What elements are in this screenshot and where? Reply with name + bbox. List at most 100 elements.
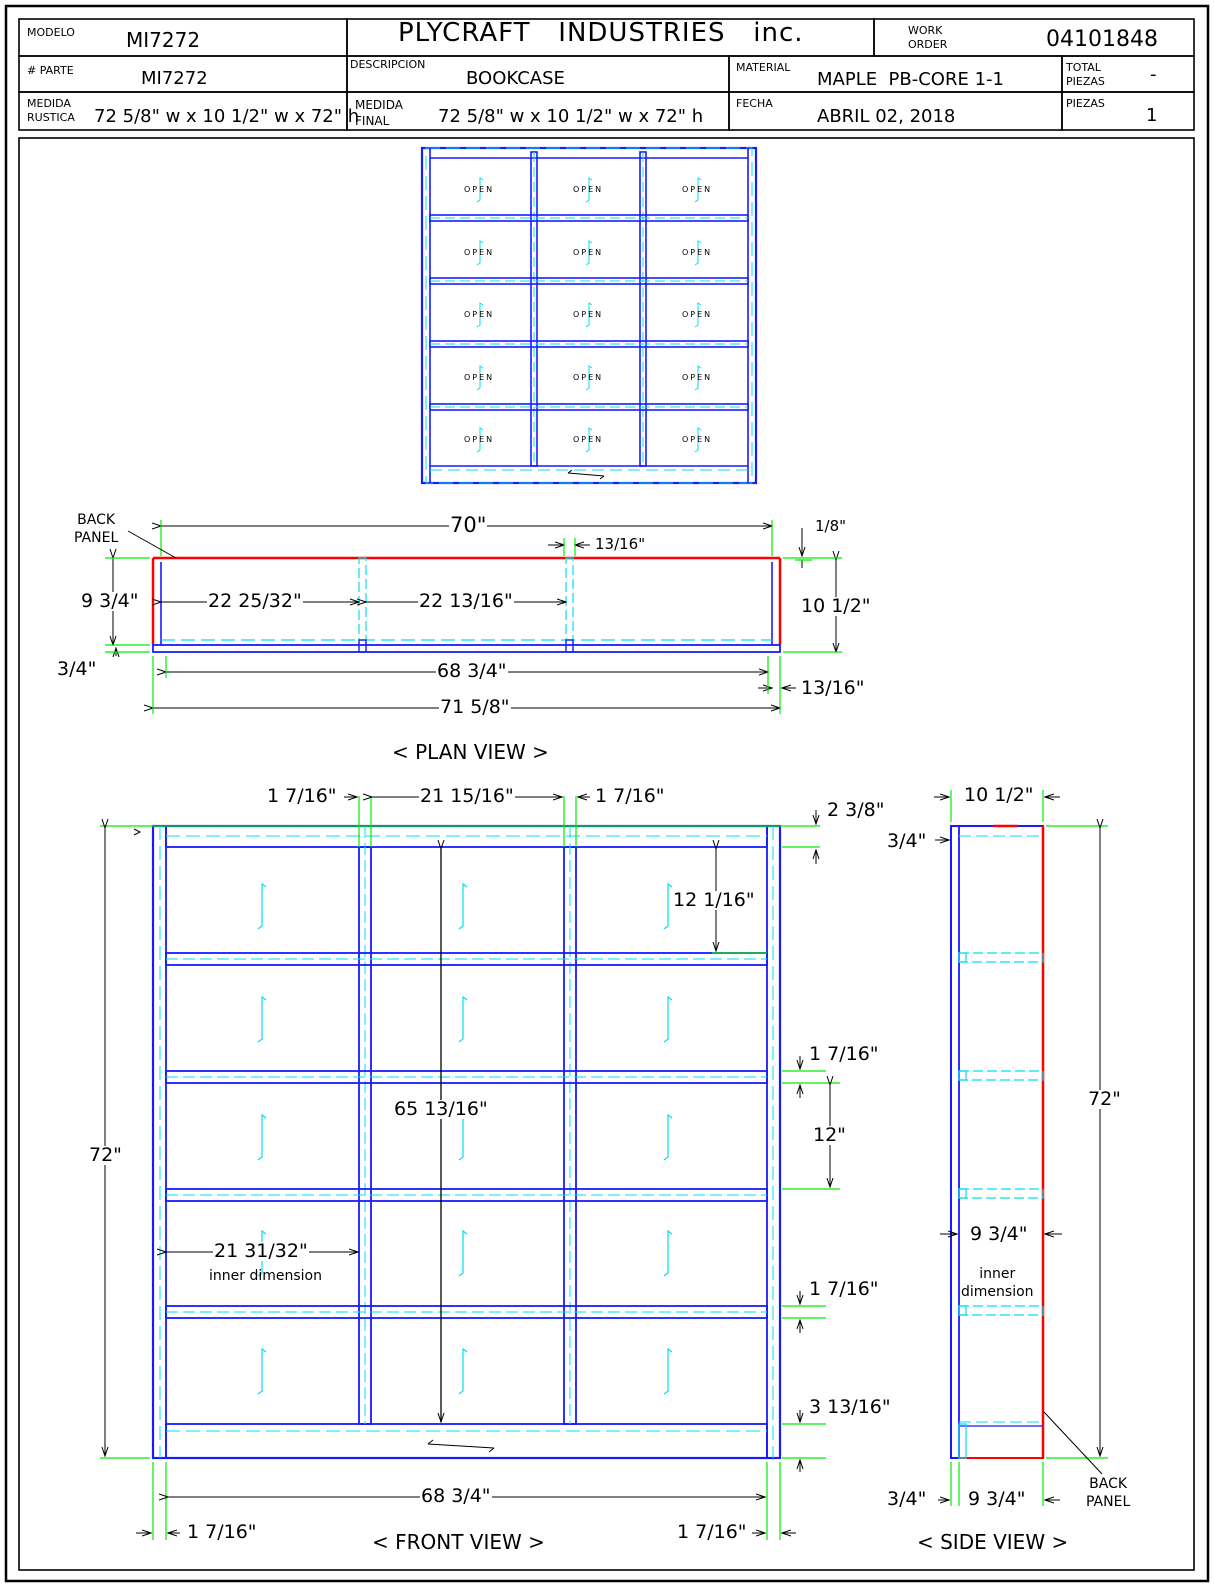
front-grain-mark (663, 1113, 673, 1161)
side-dim-3-4-bottom: 3/4" (887, 1488, 927, 1510)
front-dim-12-1-16: 12 1/16" (672, 889, 756, 911)
descripcion-label: DESCRIPCION (350, 58, 426, 71)
iso-bookcase (420, 146, 758, 485)
front-dim-2-3-8: 2 3/8" (827, 799, 885, 821)
iso-grain-mark (694, 427, 702, 453)
plan-dim-10-1-2: 10 1/2" (800, 595, 872, 617)
plan-dim-1-8: 1/8" (815, 517, 847, 535)
plan-dim-13-16-right: 13/16" (801, 677, 865, 699)
total-piezas-label: TOTAL PIEZAS (1066, 61, 1105, 89)
side-dim-9-3-4: 9 3/4" (969, 1223, 1029, 1245)
medida-final-value: 72 5/8" w x 10 1/2" w x 72" h (438, 106, 704, 127)
piezas-label: PIEZAS (1066, 97, 1105, 110)
front-dim-21-31-32: 21 31/32" (213, 1240, 309, 1262)
iso-grain-mark (694, 365, 702, 391)
iso-grain-mark (585, 177, 593, 203)
front-dim-68-3-4: 68 3/4" (420, 1485, 492, 1507)
title-block-grid (18, 18, 1195, 1571)
front-view (100, 796, 840, 1540)
front-dim-1-7-16-right-top: 1 7/16" (595, 785, 665, 807)
material-value: MAPLE PB-CORE 1-1 (817, 69, 1004, 90)
modelo-label: MODELO (27, 26, 75, 39)
material-label: MATERIAL (736, 61, 791, 74)
parte-value: MI7272 (141, 68, 208, 89)
front-dim-1-7-16-left-top: 1 7/16" (267, 785, 337, 807)
iso-cell-open-label: OPEN (682, 310, 713, 319)
fecha-value: ABRIL 02, 2018 (817, 106, 956, 127)
plan-dim-70: 70" (449, 513, 488, 537)
iso-grain-mark (476, 177, 484, 203)
plan-view (105, 520, 842, 714)
front-view-caption: < FRONT VIEW > (372, 1530, 545, 1554)
iso-grain-mark (694, 177, 702, 203)
plan-dim-71-5-8: 71 5/8" (439, 696, 511, 718)
plan-dim-22-25-32: 22 25/32" (207, 590, 303, 612)
sheet-border (4, 4, 1210, 1583)
front-grain-mark (257, 995, 267, 1043)
plan-dim-3-4: 3/4" (57, 658, 97, 680)
front-grain-mark (458, 1347, 468, 1395)
iso-grain-mark (585, 365, 593, 391)
front-dim-1-7-16-bottom-left: 1 7/16" (187, 1521, 257, 1543)
side-dim-9-3-4-bottom: 9 3/4" (968, 1488, 1026, 1510)
front-grain-mark (663, 882, 673, 930)
plan-dim-9-3-4: 9 3/4" (80, 590, 140, 612)
side-dim-10-1-2: 10 1/2" (964, 784, 1034, 806)
front-grain-mark (257, 1347, 267, 1395)
iso-cell-open-label: OPEN (573, 435, 604, 444)
side-view-caption: < SIDE VIEW > (917, 1530, 1069, 1554)
piezas-value: 1 (1146, 105, 1158, 126)
descripcion-value: BOOKCASE (466, 68, 565, 89)
iso-cell-open-label: OPEN (682, 248, 713, 257)
medida-final-label: MEDIDA FINAL (355, 98, 403, 128)
iso-cell-open-label: OPEN (682, 435, 713, 444)
front-grain-mark (458, 882, 468, 930)
iso-grain-mark (476, 427, 484, 453)
company-name: PLYCRAFT INDUSTRIES inc. (398, 18, 804, 48)
front-grain-mark (458, 995, 468, 1043)
front-dim-1-7-16-bottom-right: 1 7/16" (677, 1521, 747, 1543)
plan-dim-68-3-4: 68 3/4" (436, 660, 508, 682)
iso-grain-mark (476, 240, 484, 266)
front-grain-mark (458, 1229, 468, 1277)
iso-cell-open-label: OPEN (682, 185, 713, 194)
iso-grain-mark (476, 302, 484, 328)
front-inner-dimension-note: inner dimension (209, 1268, 322, 1284)
side-dim-3-4-top: 3/4" (887, 830, 927, 852)
iso-cell-open-label: OPEN (573, 310, 604, 319)
iso-cell-open-label: OPEN (464, 310, 495, 319)
iso-cell-open-label: OPEN (464, 373, 495, 382)
plan-back-panel-label: BACK PANEL (74, 512, 119, 546)
front-grain-mark (663, 995, 673, 1043)
plan-dim-22-13-16: 22 13/16" (418, 590, 514, 612)
front-dim-3-13-16: 3 13/16" (809, 1396, 891, 1418)
iso-grain-mark (585, 302, 593, 328)
iso-cell-open-label: OPEN (682, 373, 713, 382)
iso-grain-marks (476, 177, 702, 453)
side-view (934, 790, 1108, 1506)
iso-grain-mark (694, 302, 702, 328)
front-grain-mark (257, 882, 267, 930)
front-dim-1-7-16-mid2: 1 7/16" (809, 1278, 879, 1300)
iso-grain-mark (476, 365, 484, 391)
front-grain-mark (663, 1229, 673, 1277)
plan-view-caption: < PLAN VIEW > (392, 740, 549, 764)
iso-cell-open-label: OPEN (464, 248, 495, 257)
front-grain-mark (458, 1113, 468, 1161)
total-piezas-value: - (1150, 64, 1157, 85)
iso-cell-open-label: OPEN (464, 435, 495, 444)
front-dim-72: 72" (88, 1144, 123, 1166)
iso-cell-open-label: OPEN (573, 373, 604, 382)
parte-label: # PARTE (27, 64, 74, 77)
side-dim-72: 72" (1087, 1088, 1122, 1110)
front-dim-12: 12" (812, 1124, 847, 1146)
modelo-value: MI7272 (126, 28, 201, 52)
iso-grain-mark (694, 240, 702, 266)
fecha-label: FECHA (736, 97, 773, 110)
work-order-label: WORK ORDER (908, 24, 948, 52)
front-dim-65-13-16: 65 13/16" (393, 1098, 489, 1120)
side-inner-dimension-note: inner dimension (961, 1266, 1034, 1300)
front-dim-21-15-16: 21 15/16" (419, 785, 515, 807)
front-grain-mark (663, 1347, 673, 1395)
